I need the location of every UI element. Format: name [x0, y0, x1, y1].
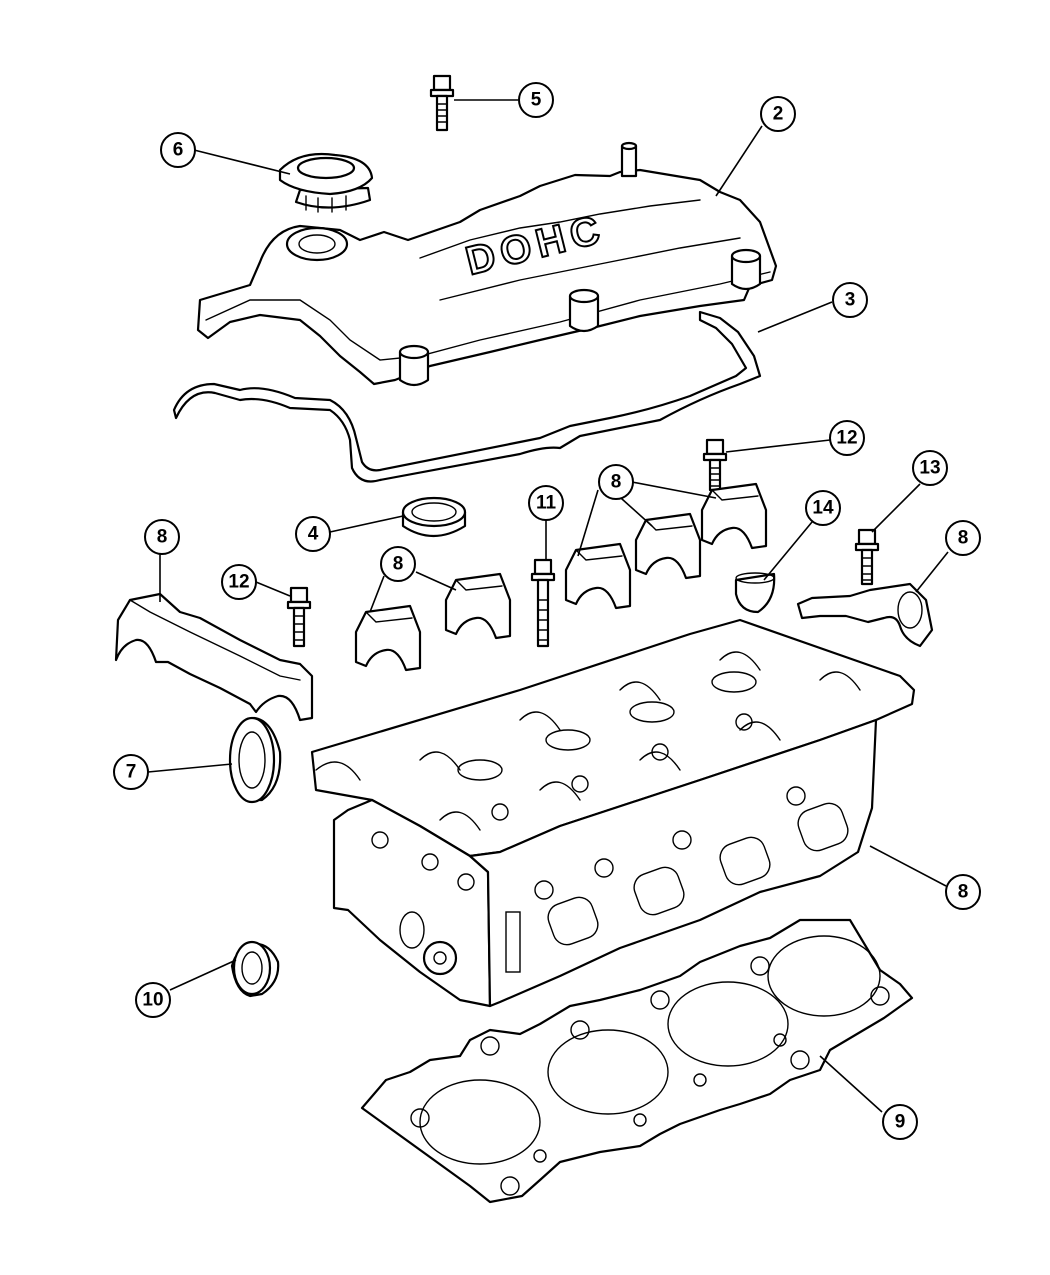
callout-4-label: 4: [308, 524, 319, 545]
callout-10-label: 10: [142, 990, 163, 1011]
callout-11-label: 11: [536, 493, 557, 514]
callout-13: 13: [912, 450, 948, 486]
head-gasket: [360, 918, 914, 1204]
cylinder-head: [310, 618, 916, 1008]
callout-3: 3: [832, 282, 868, 318]
callout-10: 10: [135, 982, 171, 1018]
callout-14: 14: [805, 490, 841, 526]
callout-8-right-label: 8: [958, 528, 969, 549]
callout-6-label: 6: [173, 140, 184, 161]
bearing-cap-1: [354, 604, 422, 672]
half-moon-plug: [734, 572, 776, 614]
bearing-cap-bridge-left: [114, 592, 314, 722]
callout-9-label: 9: [895, 1112, 906, 1133]
head-bolt-long: [530, 558, 556, 648]
callout-12-upper: 12: [829, 420, 865, 456]
callout-7: 7: [113, 754, 149, 790]
callout-13-label: 13: [919, 458, 940, 479]
callout-8-middle: 8: [380, 546, 416, 582]
bearing-cap-5: [700, 482, 768, 550]
callout-11: 11: [528, 485, 564, 521]
callout-9: 9: [882, 1104, 918, 1140]
callout-8-left-label: 8: [157, 527, 168, 548]
callout-8-head-label: 8: [958, 882, 969, 903]
valve-cover-gasket: [172, 310, 762, 483]
callout-5-label: 5: [531, 90, 542, 111]
callout-12-left: 12: [221, 564, 257, 600]
callout-2: 2: [760, 96, 796, 132]
callout-3-label: 3: [845, 290, 856, 311]
cap-bolt-left: [286, 586, 312, 648]
callout-7-label: 7: [126, 762, 137, 783]
bearing-cap-4: [634, 512, 702, 580]
callout-4: 4: [295, 516, 331, 552]
cover-bolt: [429, 74, 455, 132]
bearing-cap-2: [444, 572, 512, 640]
bearing-cap-3: [564, 542, 632, 610]
callout-6: 6: [160, 132, 196, 168]
callout-2-label: 2: [773, 104, 784, 125]
callout-8-left: 8: [144, 519, 180, 555]
callout-8-middle-label: 8: [393, 554, 404, 575]
callout-12-upper-label: 12: [836, 428, 857, 449]
spark-plug-tube-seal: [401, 496, 467, 537]
rocker-bolt: [854, 528, 880, 586]
callout-8-top: 8: [598, 464, 634, 500]
rocker-bridge-right: [796, 582, 934, 648]
camshaft-seal: [228, 716, 282, 804]
callout-8-right: 8: [945, 520, 981, 556]
cap-bolt-upper: [702, 438, 728, 492]
callout-8-top-label: 8: [611, 472, 622, 493]
callout-5: 5: [518, 82, 554, 118]
oil-filler-cap: [278, 152, 374, 213]
small-seal: [230, 940, 280, 998]
valve-cover: DOHC: [196, 141, 778, 387]
callout-14-label: 14: [812, 498, 834, 519]
callout-12-left-label: 12: [228, 572, 249, 593]
callout-8-head: 8: [945, 874, 981, 910]
